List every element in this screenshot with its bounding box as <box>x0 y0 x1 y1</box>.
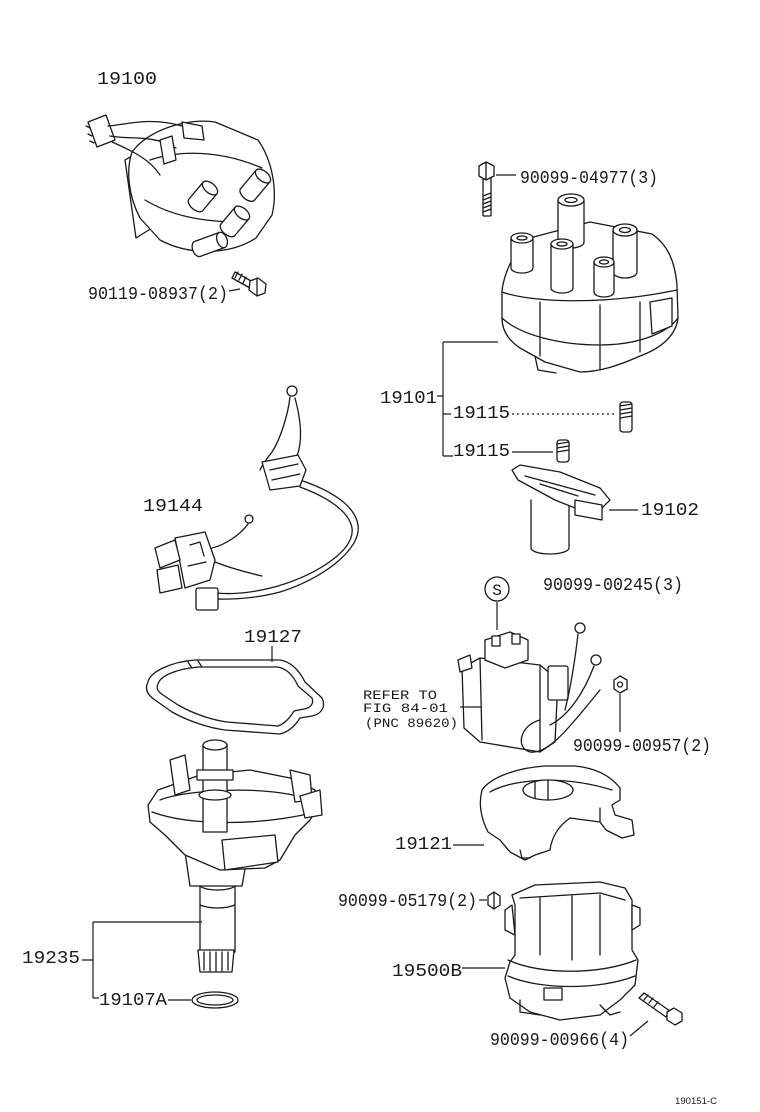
callout-90099-00966: 90099-00966(4) <box>490 1031 629 1051</box>
bolt-90099-00966-drawing <box>638 992 683 1026</box>
pickup-coil-harness-drawing <box>154 385 359 611</box>
s-mark: S <box>492 582 502 600</box>
igniter-module-drawing <box>457 622 602 753</box>
callout-19102: 19102 <box>641 501 699 521</box>
distributor-housing-drawing <box>147 739 323 973</box>
leader-90119-08937 <box>228 288 241 292</box>
o-ring-19107A-drawing <box>191 991 239 1009</box>
callout-90099-00245: 90099-00245(3) <box>543 576 683 596</box>
callout-19107A: 19107A <box>99 991 167 1011</box>
figure-code: 190151-C <box>675 1096 718 1106</box>
reference-note-line1: REFER TO <box>363 688 437 703</box>
bracket-19101 <box>437 341 498 457</box>
spring-19115-a-drawing <box>619 401 633 433</box>
callout-19115-a: 19115 <box>453 404 510 424</box>
callout-19121: 19121 <box>395 835 452 855</box>
bracket-19235 <box>82 921 202 999</box>
callout-19100: 19100 <box>97 70 157 90</box>
callout-19144: 19144 <box>143 497 203 517</box>
callout-19127: 19127 <box>244 628 302 648</box>
callout-90099-04977: 90099-04977(3) <box>520 169 658 189</box>
callout-19115-b: 19115 <box>453 442 510 462</box>
spring-19115-b-drawing <box>556 439 570 463</box>
distributor-cap-drawing <box>501 193 679 374</box>
nut-90099-05179-drawing <box>487 891 501 910</box>
bolt-90119-08937-drawing <box>231 271 267 297</box>
callout-90099-00957: 90099-00957(2) <box>573 737 711 757</box>
reference-note-line3: (PNC 89620) <box>365 716 458 731</box>
callout-19500B: 19500B <box>392 962 462 982</box>
callout-19235: 19235 <box>22 949 80 969</box>
housing-19500B-drawing <box>504 881 641 1021</box>
gasket-19127-drawing <box>145 659 325 735</box>
reference-note-line2: FIG 84-01 <box>363 701 448 716</box>
callout-19101: 19101 <box>380 389 437 409</box>
distributor-assembly-drawing <box>85 114 275 258</box>
bolt-90099-04977-drawing <box>478 161 495 217</box>
callout-90119-08937: 90119-08937(2) <box>88 285 228 305</box>
nut-90099-00957-drawing <box>613 675 628 694</box>
rotor-19102-drawing <box>511 464 611 555</box>
housing-cover-19121-drawing <box>479 765 635 861</box>
callout-90099-05179: 90099-05179(2) <box>338 892 477 912</box>
leader-90099-00966 <box>629 1020 649 1037</box>
s-mark-circle <box>484 576 510 602</box>
